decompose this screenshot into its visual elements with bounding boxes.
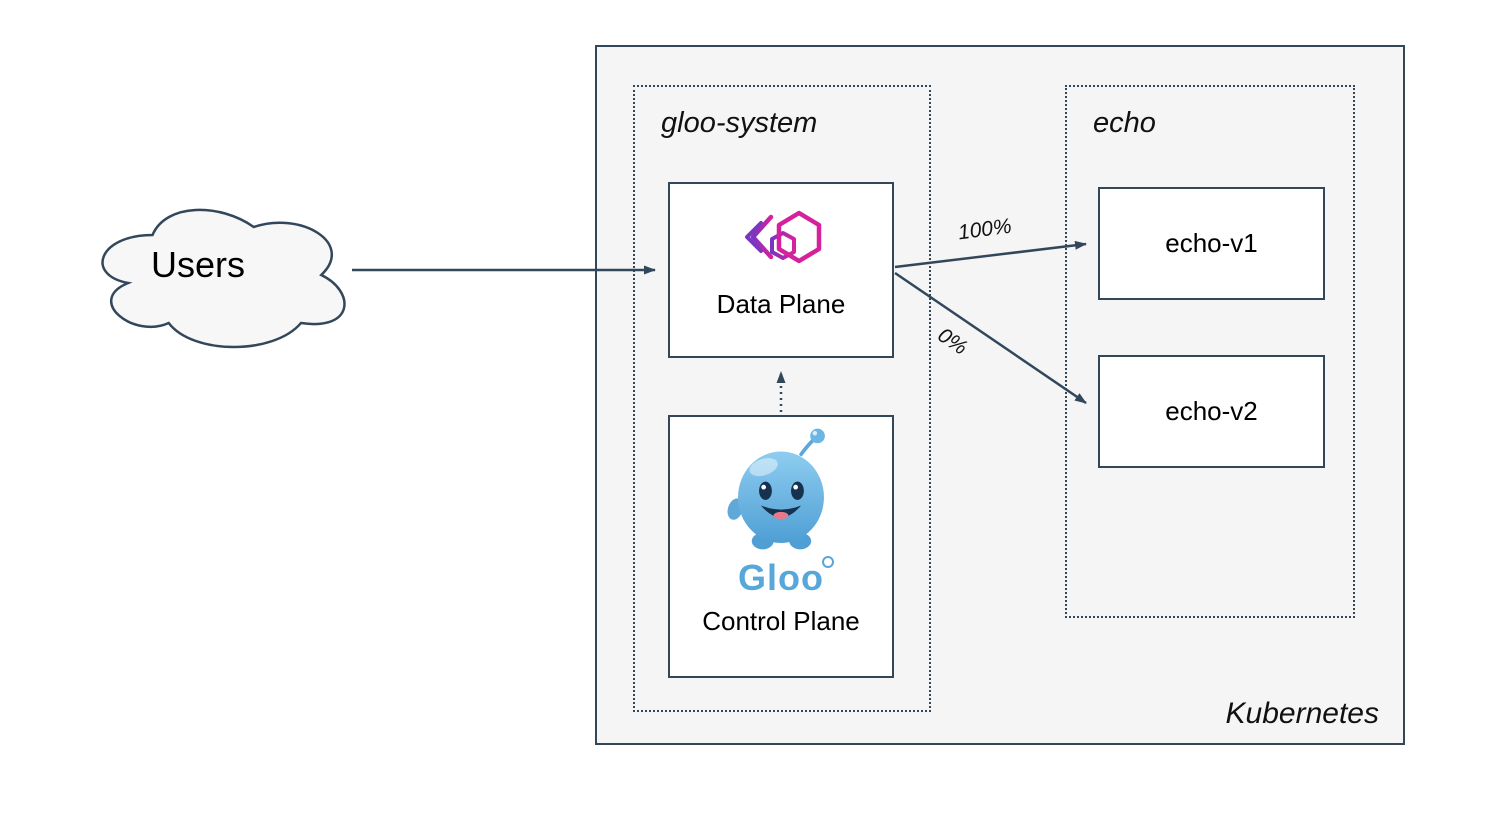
control-plane-label: Control Plane (702, 606, 860, 636)
gloo-wordmark-text: Gloo (738, 557, 824, 598)
echo-v2-label: echo-v2 (1165, 396, 1258, 426)
node-echo-v2: echo-v2 (1098, 355, 1325, 468)
echo-v1-label: echo-v1 (1165, 228, 1258, 258)
gloo-mascot-icon (706, 425, 856, 558)
node-control-plane: Gloo Control Plane (668, 415, 894, 678)
gloo-wordmark: Gloo (738, 556, 834, 598)
data-plane-label: Data Plane (716, 289, 846, 319)
namespace-echo-box: echo (1065, 85, 1355, 618)
users-label: Users (150, 244, 245, 285)
node-data-plane: Data Plane (668, 182, 894, 358)
node-echo-v1: echo-v1 (1098, 187, 1325, 300)
gloo-wordmark-bubble-icon (821, 556, 834, 568)
gloo-gateway-icon (731, 202, 831, 277)
kubernetes-label: Kubernetes (1225, 697, 1379, 730)
namespace-gloo-system-label: gloo-system (661, 107, 818, 139)
namespace-echo-label: echo (1093, 107, 1156, 139)
